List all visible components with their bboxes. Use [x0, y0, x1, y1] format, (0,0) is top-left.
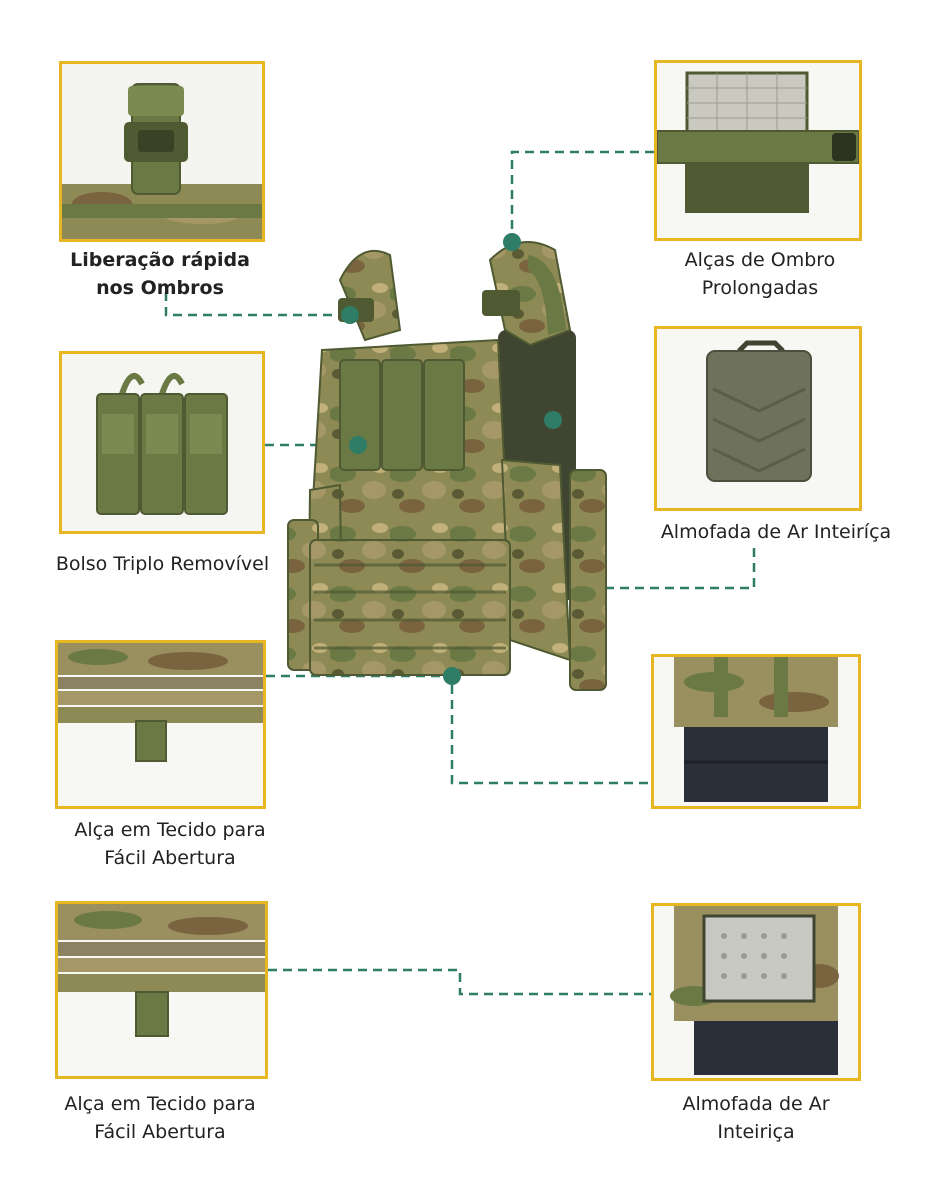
- back-pocket-image: [654, 657, 858, 806]
- dot-triple-pouch: [349, 436, 367, 454]
- dot-right-side: [544, 411, 562, 429]
- pull-tab-label-2: Alça em Tecido para Fácil Abertura: [64, 1093, 256, 1143]
- air-pad-photo-panel-2: [651, 903, 861, 1081]
- air-pad-image: [657, 329, 859, 508]
- shoulder-straps-label: Alças de Ombro Prolongadas: [684, 249, 836, 299]
- connector-pull-tab-2: [268, 968, 651, 996]
- shoulder-buckle-image: [62, 64, 262, 239]
- pull-tab-photo-panel-2: [55, 901, 268, 1079]
- dot-quick-release: [341, 306, 359, 324]
- quick-release-label: Liberação rápida nos Ombros: [70, 249, 250, 299]
- pull-tab-photo-panel-1: [55, 640, 266, 809]
- back-pocket-photo-panel: [651, 654, 861, 809]
- shoulder-straps-image: [657, 63, 859, 238]
- pull-tab-label-1: Alça em Tecido para Fácil Abertura: [74, 819, 266, 869]
- pull-tab-image-1: [58, 643, 263, 806]
- dot-shoulder: [503, 233, 521, 251]
- triple-pouch-photo-panel: [59, 351, 265, 534]
- air-pad-photo-panel-1: [654, 326, 862, 511]
- quick-release-photo-panel: [59, 61, 265, 242]
- air-pad-label-1: Almofada de Ar Inteiríça: [660, 521, 892, 543]
- triple-pouch-image: [62, 354, 262, 531]
- air-pad-label-2: Almofada de Ar Inteiriça: [682, 1093, 830, 1143]
- plate-carrier-vest-image: [287, 233, 607, 691]
- shoulder-straps-photo-panel: [654, 60, 862, 241]
- triple-pouch-label: Bolso Triplo Removível: [55, 553, 270, 575]
- dot-front-flap: [443, 667, 461, 685]
- air-pad-mesh-image: [654, 906, 858, 1078]
- pull-tab-image-2: [58, 904, 265, 1076]
